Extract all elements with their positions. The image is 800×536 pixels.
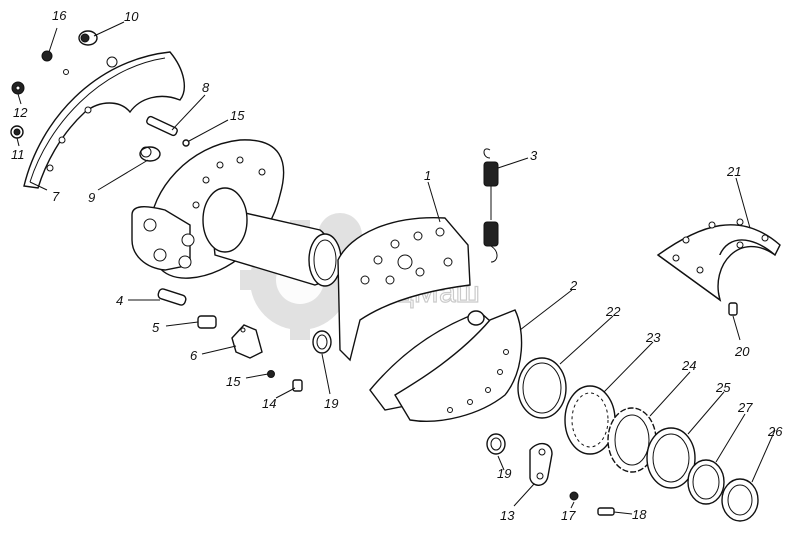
part-bushing-5 bbox=[197, 315, 217, 329]
part-link-plate-13 bbox=[529, 443, 553, 486]
callout-15-top: 15 bbox=[230, 108, 245, 123]
leader-lines bbox=[16, 21, 776, 515]
part-ring-23 bbox=[564, 385, 616, 455]
callout-26: 26 bbox=[767, 424, 783, 439]
part-pin-4 bbox=[157, 288, 187, 306]
part-spring-3 bbox=[483, 148, 499, 263]
callout-12: 12 bbox=[13, 105, 28, 120]
part-nut-16 bbox=[41, 50, 53, 62]
part-ring-15-top bbox=[182, 139, 190, 147]
callout-7: 7 bbox=[52, 189, 60, 204]
part-ring-19-right bbox=[486, 433, 506, 455]
callout-11: 11 bbox=[11, 147, 25, 162]
callout-9: 9 bbox=[88, 190, 95, 205]
part-fitting-10 bbox=[78, 30, 98, 46]
part-ring-26 bbox=[721, 478, 759, 522]
callout-23: 23 bbox=[645, 330, 661, 345]
part-pin-14 bbox=[292, 379, 303, 392]
callout-6: 6 bbox=[190, 348, 198, 363]
part-bushing-9 bbox=[139, 146, 161, 162]
callout-24: 24 bbox=[681, 358, 696, 373]
callout-16: 16 bbox=[52, 8, 67, 23]
callout-17: 17 bbox=[561, 508, 576, 523]
part-brake-shoe-1 bbox=[337, 217, 502, 411]
callout-2: 2 bbox=[569, 278, 578, 293]
part-hub-housing bbox=[131, 139, 342, 287]
part-eccentric-6 bbox=[231, 324, 263, 359]
part-lining-21 bbox=[656, 218, 781, 302]
part-brake-shoe-2 bbox=[394, 309, 523, 422]
callout-1: 1 bbox=[424, 168, 431, 183]
callout-19-left: 19 bbox=[324, 396, 338, 411]
part-dust-shield bbox=[23, 51, 186, 189]
part-ring-22 bbox=[517, 357, 567, 419]
callout-21: 21 bbox=[726, 164, 741, 179]
part-bolt-18 bbox=[597, 507, 615, 516]
part-bushing-11 bbox=[10, 125, 24, 139]
callout-18: 18 bbox=[632, 507, 647, 522]
part-pin-8 bbox=[146, 115, 178, 137]
callout-20: 20 bbox=[734, 344, 750, 359]
part-ring-27 bbox=[687, 459, 725, 505]
callout-13: 13 bbox=[500, 508, 515, 523]
callout-8: 8 bbox=[202, 80, 210, 95]
callout-14: 14 bbox=[262, 396, 276, 411]
callout-25: 25 bbox=[715, 380, 731, 395]
callout-15-bottom: 15 bbox=[226, 374, 241, 389]
part-ring-19-left bbox=[312, 330, 332, 354]
part-ring-25 bbox=[646, 427, 696, 489]
callout-10: 10 bbox=[124, 9, 139, 24]
callout-19-right: 19 bbox=[497, 466, 511, 481]
callout-22: 22 bbox=[605, 304, 621, 319]
callout-27: 27 bbox=[737, 400, 753, 415]
part-nut-12 bbox=[11, 81, 25, 95]
callout-labels: 16 10 12 11 7 8 15 9 1 3 21 2 4 5 6 15 1… bbox=[11, 8, 783, 523]
part-nut-17 bbox=[569, 491, 579, 501]
callout-4: 4 bbox=[116, 293, 123, 308]
callout-5: 5 bbox=[152, 320, 160, 335]
part-ring-15-bottom bbox=[267, 370, 275, 378]
callout-3: 3 bbox=[530, 148, 538, 163]
part-rivet-20 bbox=[728, 302, 738, 316]
